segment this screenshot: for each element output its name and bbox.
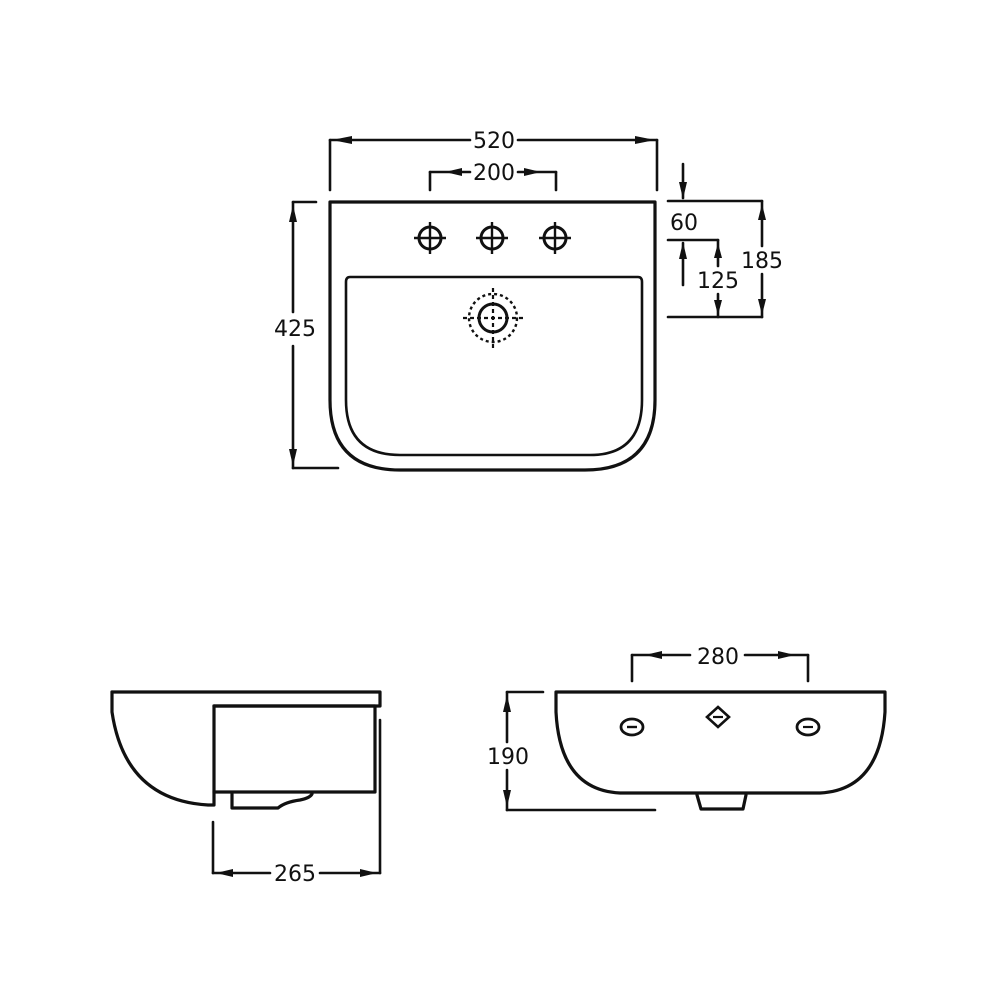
dimension-recess-depth: 265 [211,718,382,887]
recess-depth-label: 265 [274,862,316,887]
waste-to-back-label: 185 [741,249,783,274]
side-waste-spigot [230,792,314,810]
tap-hole-center-icon [474,220,510,256]
tap-hole-right-icon [537,220,573,256]
dimension-tap-offset: 60 [666,162,764,287]
tap-spacing-label: 200 [473,161,515,186]
waste-outlet-icon [463,288,523,348]
tap-offset-label: 60 [670,211,698,236]
tap-hole-left-icon [412,220,448,256]
bowl-outline [344,275,644,457]
height-label: 190 [487,745,529,770]
dimension-waste-to-back: 185 [666,199,783,319]
dimension-height: 190 [487,690,657,812]
fixing-hole-left-icon [619,717,645,737]
front-view: 280 190 [487,645,887,812]
front-outline [554,690,887,795]
overall-width-label: 520 [473,129,515,154]
side-body [212,704,377,794]
plan-view: 520 200 425 [274,129,783,472]
front-waste-spigot [695,793,748,811]
overall-depth-label: 425 [274,317,316,342]
fixing-spacing-label: 280 [697,645,739,670]
dimension-waste-to-bowl: 125 [697,238,739,319]
side-bowl-curve [110,690,216,807]
overflow-icon [705,705,731,729]
dimension-overall-depth: 425 [274,200,340,470]
dimension-overall-width: 520 [328,129,659,192]
side-view: 265 [110,690,382,887]
dimension-fixing-spacing: 280 [630,645,810,683]
fixing-hole-right-icon [795,717,821,737]
waste-to-bowl-label: 125 [697,269,739,294]
basin-outline [328,200,657,472]
dimension-tap-spacing: 200 [428,161,558,192]
side-rim [110,690,382,708]
